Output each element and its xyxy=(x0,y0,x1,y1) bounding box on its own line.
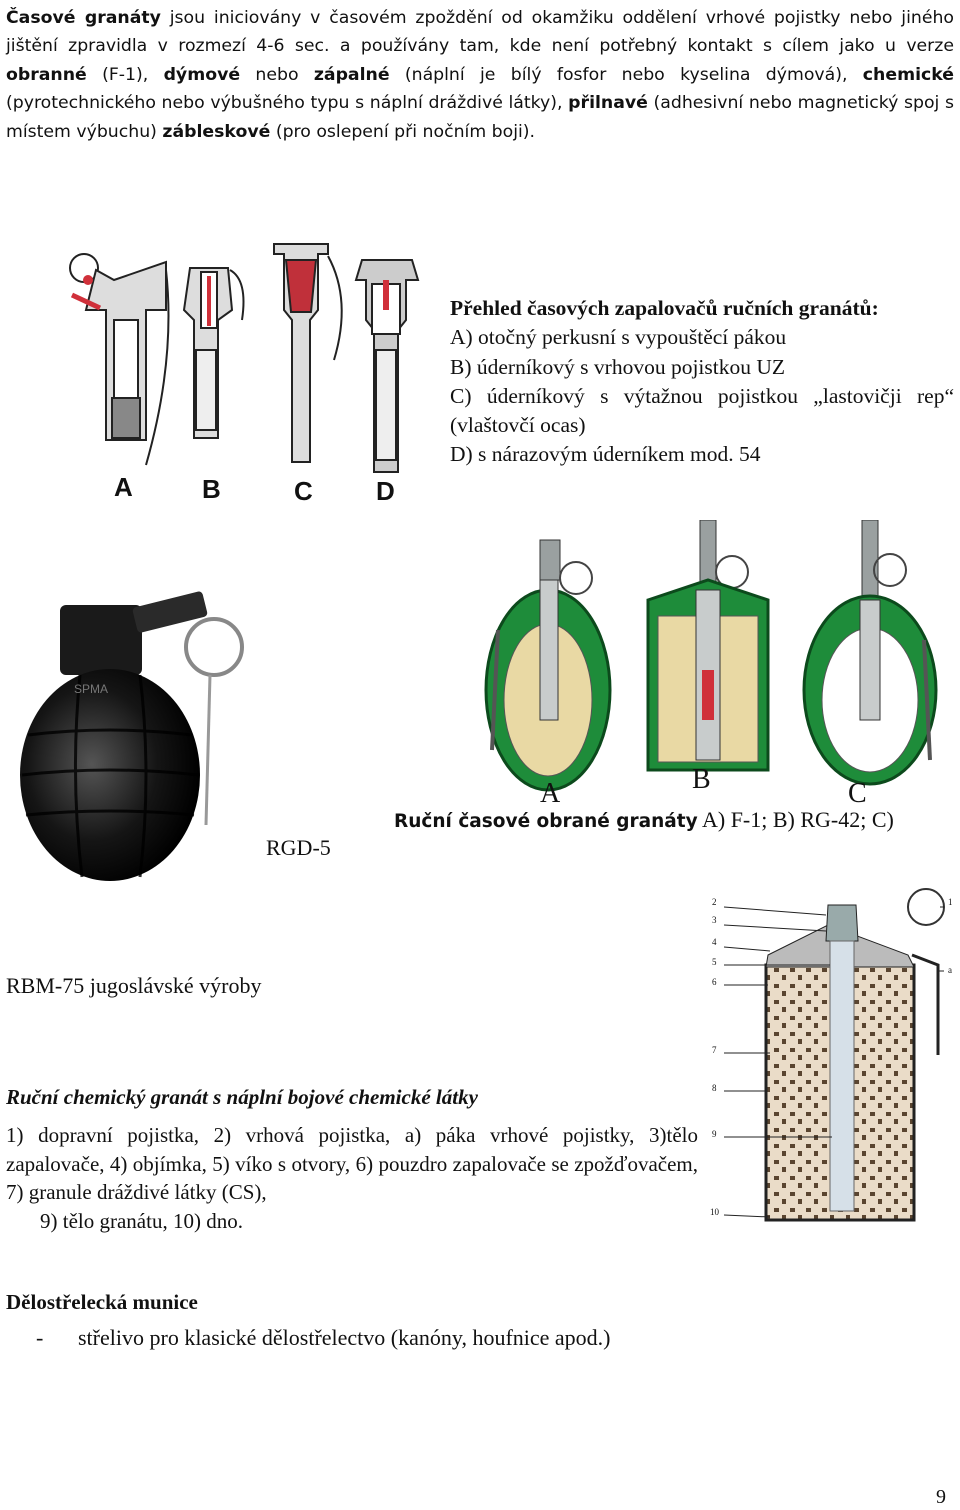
grenades-caption-rest: A) F-1; B) RG-42; C) xyxy=(697,807,894,832)
fuze-item: D) s nárazovým úderníkem mod. 54 xyxy=(450,442,761,467)
chem-grenade-description: 1) dopravní pojistka, 2) vrhová pojistka… xyxy=(6,1121,698,1235)
term-obranne: obranné xyxy=(6,64,87,85)
term-prilnave: přilnavé xyxy=(568,93,648,114)
chemical-grenade-diagram: 2 3 4 5 6 7 8 9 10 1 a xyxy=(710,888,953,1222)
fuze-d xyxy=(354,259,420,473)
section-heading-artillery: Dělostřelecká munice xyxy=(6,1290,198,1314)
chem-label: 6 xyxy=(712,977,717,987)
page-number: 9 xyxy=(936,1486,946,1508)
term-chemicke: chemické xyxy=(862,64,954,85)
grenade-letter: B xyxy=(692,764,711,795)
chem-grenade-title: Ruční chemický granát s náplní bojové ch… xyxy=(6,1085,478,1109)
fuze-item: B) úderníkový s vrhovou pojistkou UZ xyxy=(450,354,786,379)
chem-label: 3 xyxy=(712,915,717,925)
fuze-letter: D xyxy=(376,476,395,506)
rgd-stamp: SPMA xyxy=(74,682,108,696)
list-dash: - xyxy=(36,1325,44,1350)
term-zableskove: zábleskové xyxy=(162,121,271,142)
rbm-75-caption: RBM-75 jugoslávské výroby xyxy=(6,973,262,998)
fuze-overview-title: Přehled časových zapalovačů ručních gran… xyxy=(450,296,879,320)
fuze-letter: B xyxy=(202,474,221,504)
fuze-diagram: A B C D xyxy=(69,243,420,506)
chem-grenade-parts-end: 9) tělo granátu, 10) dno. xyxy=(40,1208,243,1233)
intro-text: (pyrotechnického nebo výbušného typu s n… xyxy=(6,93,569,114)
grenade-b-rg42 xyxy=(646,520,770,772)
grenade-c xyxy=(802,520,938,786)
grenade-letter: A xyxy=(540,778,561,805)
fuze-b xyxy=(182,267,245,439)
grenades-cutaway-diagram: A B C xyxy=(484,520,938,805)
chem-grenade-parts: 1) dopravní pojistka, 2) vrhová pojistka… xyxy=(6,1123,698,1204)
grenade-a-f1 xyxy=(484,539,612,792)
fuze-letter: C xyxy=(294,476,313,506)
grenade-letter: C xyxy=(848,778,867,805)
chem-label: 10 xyxy=(710,1207,720,1217)
fuze-item: C) úderníkový s výtažnou pojistkou „last… xyxy=(450,383,954,438)
term-dymove: dýmové xyxy=(163,64,241,85)
intro-text: (náplní je bílý fosfor nebo kyselina dým… xyxy=(389,64,863,85)
intro-text: (pro oslepení při nočním boji). xyxy=(270,121,536,142)
chem-label: 8 xyxy=(712,1083,717,1093)
chem-label: a xyxy=(948,965,952,975)
rgd-5-photo: SPMA xyxy=(20,591,244,881)
list-item-text: střelivo pro klasické dělostřelectvo (ka… xyxy=(78,1325,611,1350)
chem-label: 7 xyxy=(712,1045,717,1055)
chem-label: 9 xyxy=(712,1129,717,1139)
fuze-a xyxy=(69,253,170,466)
fuze-letter: A xyxy=(114,472,133,502)
fuze-item: A) otočný perkusní s vypouštěcí pákou xyxy=(450,325,787,350)
term-zapalne: zápalné xyxy=(313,64,390,85)
chem-label: 5 xyxy=(712,957,717,967)
term-casove-granaty: Časové granáty xyxy=(6,8,161,28)
intro-text: nebo xyxy=(240,64,314,85)
chem-label: 1 xyxy=(948,897,953,907)
grenades-caption-bold: Ruční časové obrané granáty xyxy=(394,811,698,832)
intro-text: jsou iniciovány v časovém zpoždění od ok… xyxy=(6,8,954,57)
intro-text: (adhesivní nebo magnetický spoj s místem… xyxy=(6,93,954,142)
fuze-c xyxy=(273,243,343,463)
chem-label: 2 xyxy=(712,897,717,907)
chem-label: 4 xyxy=(712,937,717,947)
list-item: - střelivo pro klasické dělostřelectvo (k… xyxy=(36,1325,611,1351)
intro-paragraph: Časové granáty jsou iniciovány v časovém… xyxy=(6,4,954,146)
rgd-caption: RGD-5 xyxy=(266,835,331,860)
fuze-overview: Přehled časových zapalovačů ručních gran… xyxy=(450,294,954,470)
grenades-caption: Ruční časové obrané granáty A) F-1; B) R… xyxy=(394,807,894,833)
intro-text: (F-1), xyxy=(86,64,164,85)
